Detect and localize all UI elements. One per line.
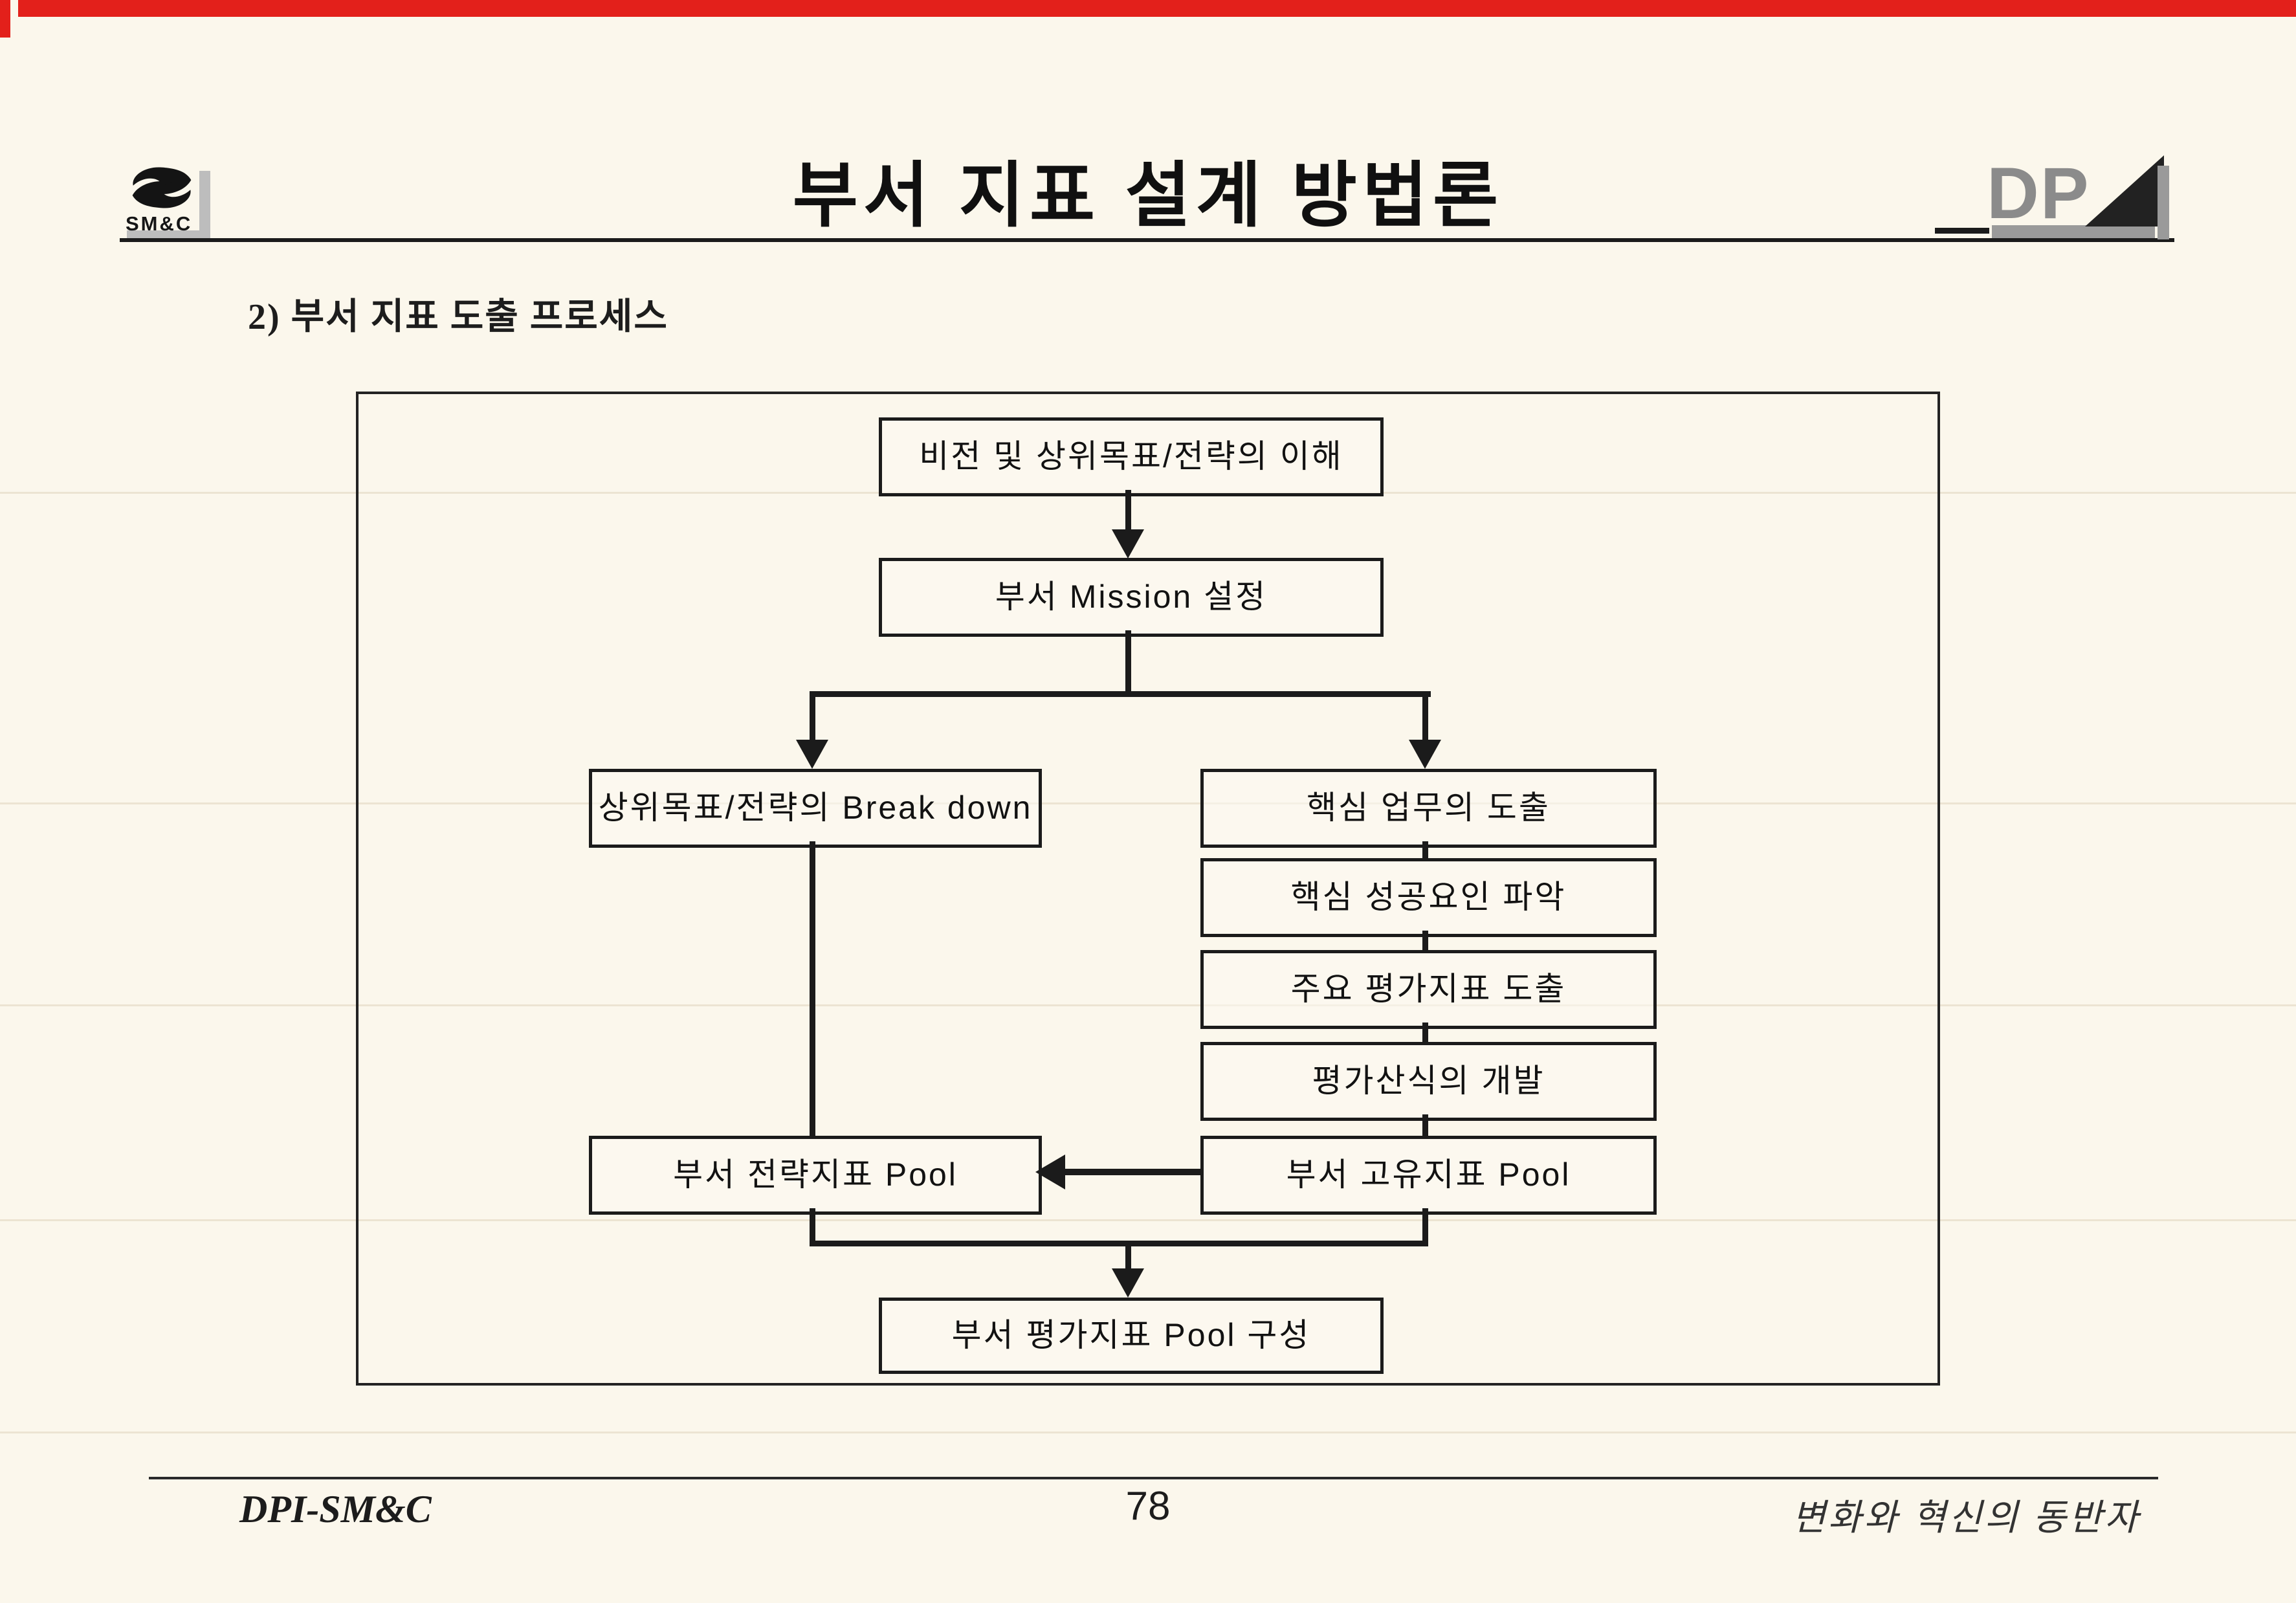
page-title: 부서 지표 설계 방법론 — [792, 156, 1504, 236]
smc-logo: SM&C — [123, 162, 214, 242]
dpi-logo-text: DP — [1987, 153, 2090, 234]
flow-node-unique-pool: 부서 고유지표 Pool — [1200, 1136, 1657, 1215]
connector-kpi-formula — [1422, 1023, 1428, 1042]
arrowhead-into-mission — [1112, 529, 1144, 558]
connector-core-csf — [1422, 841, 1428, 858]
connector-merge-final — [1125, 1241, 1131, 1272]
merge-horizontal-line — [810, 1241, 1428, 1246]
flow-node-key-indicator: 주요 평가지표 도출 — [1200, 950, 1657, 1029]
arrowhead-into-breakdown — [796, 740, 828, 769]
arrowhead-into-strategy-pool — [1035, 1155, 1065, 1189]
dpi-logo-vertical-bar — [2158, 166, 2169, 239]
flow-node-breakdown: 상위목표/전략의 Break down — [589, 769, 1042, 848]
dpi-logo: DP — [1987, 153, 2181, 246]
scan-red-top-stripe — [18, 0, 2296, 17]
arrowhead-into-final-pool — [1112, 1268, 1144, 1298]
smc-logo-text: SM&C — [126, 212, 193, 235]
flow-node-final-pool: 부서 평가지표 Pool 구성 — [879, 1298, 1384, 1374]
flow-node-mission: 부서 Mission 설정 — [879, 558, 1384, 637]
connector-vision-mission — [1125, 490, 1131, 531]
split-right-drop — [1422, 691, 1428, 742]
footer-slogan: 변화와 혁신의 동반자 — [1792, 1497, 2141, 1538]
header-divider — [120, 238, 2174, 242]
scan-streak — [0, 1004, 2296, 1006]
page-number: 78 — [1125, 1484, 1171, 1529]
scan-streak — [0, 1219, 2296, 1221]
flow-node-core-work: 핵심 업무의 도출 — [1200, 769, 1657, 848]
smc-swirl-icon — [132, 167, 192, 208]
connector-formula-unique-pool — [1422, 1114, 1428, 1136]
dpi-logo-lead-line — [1935, 228, 1989, 234]
connector-unique-to-strategy — [1065, 1169, 1200, 1175]
scan-streak — [0, 802, 2296, 804]
split-left-drop — [810, 691, 815, 742]
connector-csf-kpi — [1422, 931, 1428, 950]
footer-divider — [149, 1477, 2158, 1479]
section-subtitle: 2) 부서 지표 도출 프로세스 — [248, 297, 668, 337]
arrowhead-into-core-work — [1409, 740, 1441, 769]
merge-right-drop — [1422, 1208, 1428, 1246]
dpi-logo-underbar — [1992, 225, 2155, 238]
split-horizontal-line — [810, 691, 1431, 697]
scan-streak — [0, 1432, 2296, 1433]
merge-left-drop — [810, 1208, 815, 1246]
dpi-triangle-icon — [2085, 155, 2164, 227]
flow-node-vision: 비전 및 상위목표/전략의 이해 — [879, 417, 1384, 496]
smc-logo-vertical-bar — [199, 171, 210, 241]
connector-mission-split — [1125, 630, 1131, 695]
connector-breakdown-strategy-pool — [810, 841, 815, 1136]
flow-node-formula: 평가산식의 개발 — [1200, 1042, 1657, 1121]
footer-brand: DPI-SM&C — [239, 1488, 432, 1531]
flow-node-strategy-pool: 부서 전략지표 Pool — [589, 1136, 1042, 1215]
flowchart-frame — [356, 392, 1940, 1386]
scan-red-corner-mark — [0, 0, 10, 38]
flow-node-success-factor: 핵심 성공요인 파악 — [1200, 858, 1657, 937]
